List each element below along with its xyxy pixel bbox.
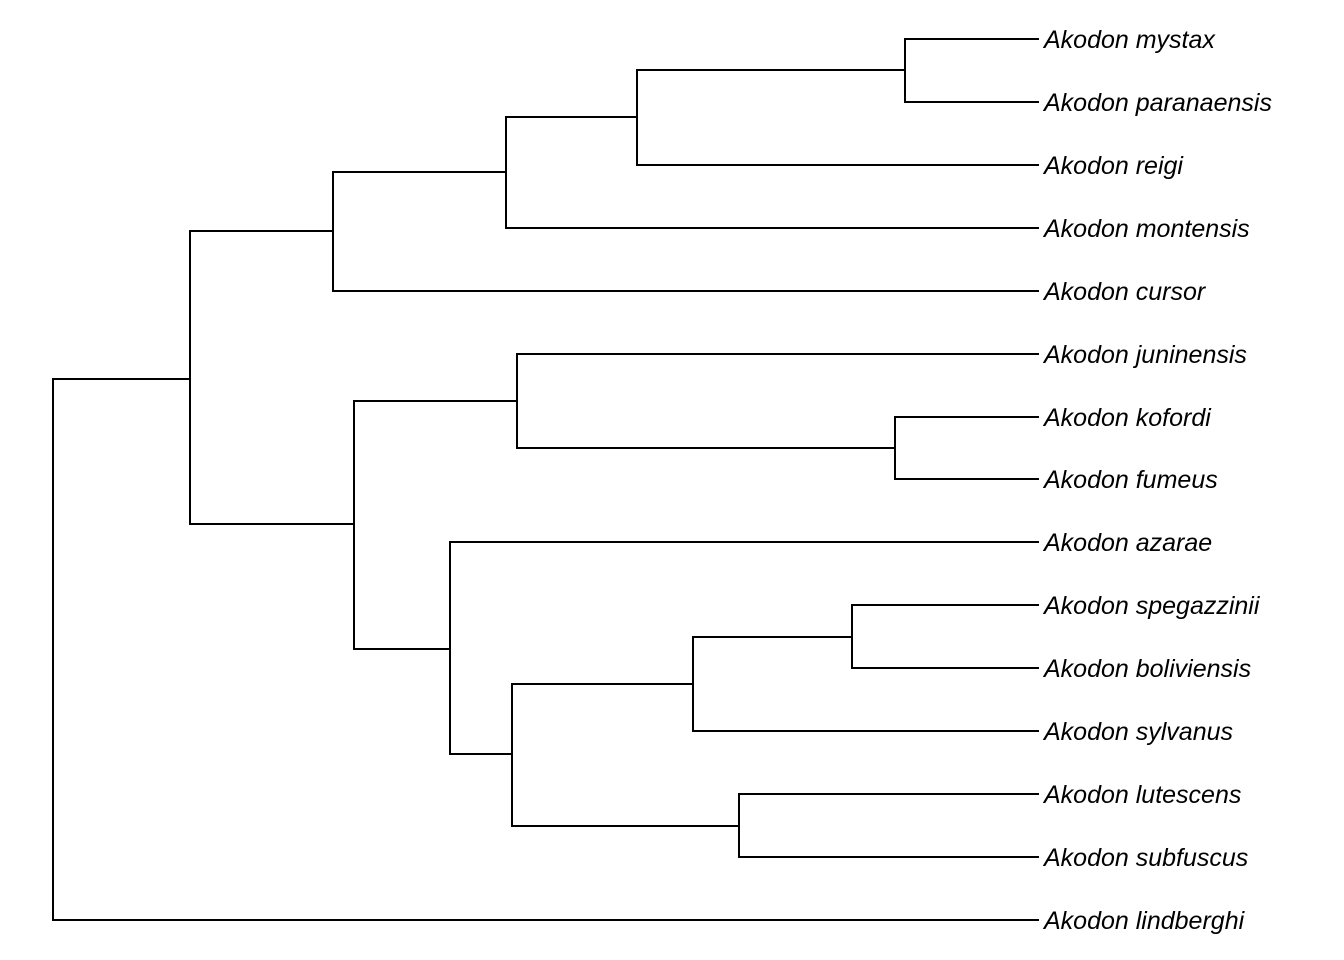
tip-label: Akodon subfuscus bbox=[1042, 844, 1248, 872]
tree-branches bbox=[52, 38, 1039, 921]
tip-label: Akodon boliviensis bbox=[1042, 655, 1251, 683]
tip-label: Akodon kofordi bbox=[1042, 404, 1212, 432]
tip-label: Akodon paranaensis bbox=[1042, 89, 1272, 117]
tip-label: Akodon mystax bbox=[1042, 26, 1216, 54]
tip-labels: Akodon mystax Akodon paranaensis Akodon … bbox=[1042, 26, 1272, 935]
tip-label: Akodon cursor bbox=[1042, 278, 1207, 306]
tip-label: Akodon sylvanus bbox=[1042, 718, 1233, 746]
tip-label: Akodon montensis bbox=[1042, 215, 1250, 243]
tip-label: Akodon reigi bbox=[1042, 152, 1184, 180]
tip-label: Akodon azarae bbox=[1042, 529, 1212, 557]
tip-label: Akodon juninensis bbox=[1042, 341, 1247, 369]
tip-label: Akodon lutescens bbox=[1042, 781, 1241, 809]
tip-label: Akodon spegazzinii bbox=[1042, 592, 1261, 620]
tip-label: Akodon fumeus bbox=[1042, 466, 1218, 494]
tip-label: Akodon lindberghi bbox=[1042, 907, 1246, 935]
